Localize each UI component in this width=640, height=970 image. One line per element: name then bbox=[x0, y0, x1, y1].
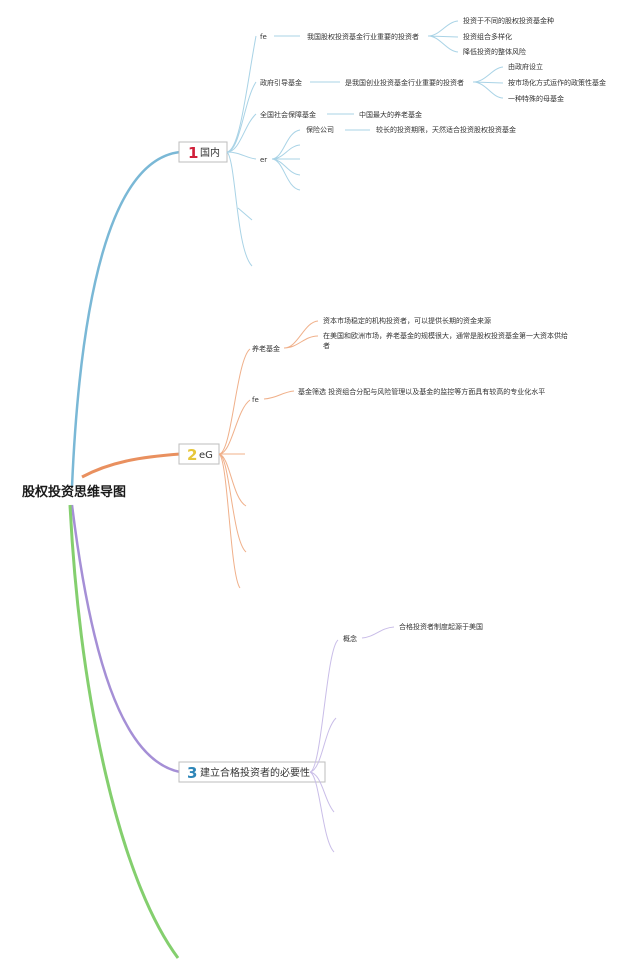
b1-node-government-fund[interactable]: 政府引导基金 bbox=[260, 78, 302, 87]
branch-3-sub-connector bbox=[309, 639, 339, 853]
b1-er-child[interactable]: 保险公司 bbox=[306, 125, 334, 134]
b1-gov-leaf-1[interactable]: 由政府设立 bbox=[508, 62, 543, 71]
branch-3-label: 建立合格投资者的必要性 bbox=[200, 766, 310, 779]
b1-node-social-security-fund[interactable]: 全国社会保障基金 bbox=[260, 110, 316, 119]
branch-1-connector bbox=[70, 150, 181, 488]
branch-3-connector bbox=[70, 504, 181, 774]
b1-fe-child[interactable]: 我国股权投资基金行业重要的投资者 bbox=[307, 32, 419, 41]
b2-pension-leaf-2[interactable]: 在美国和欧洲市场，养老基金的规模很大，通常是股权投资基金第一大资本供给 bbox=[323, 331, 568, 340]
b3-concept-leaf-1[interactable]: 合格投资者制度起源于美国 bbox=[399, 622, 483, 631]
b1-er-connector bbox=[271, 129, 301, 191]
branch-4-connector bbox=[68, 504, 180, 959]
b2-pension-connector bbox=[283, 320, 319, 349]
b1-fe-leaf-1[interactable]: 投资于不同的股权投资基金种 bbox=[463, 16, 554, 25]
b1-ss-child[interactable]: 中国最大的养老基金 bbox=[359, 110, 422, 119]
b1-node-er[interactable]: er bbox=[260, 156, 267, 164]
branch-2-sub-connector bbox=[218, 348, 251, 589]
b1-fe-leaf-connector bbox=[427, 20, 459, 53]
b1-fe-leaf-2[interactable]: 投资组合多样化 bbox=[463, 32, 512, 41]
b2-fe-leaf-1[interactable]: 基金筛选 投资组合分配与风险管理以及基金的监控等方面具有较高的专业化水平 bbox=[298, 387, 545, 396]
branch-1-number: 1 bbox=[188, 144, 198, 162]
b2-pension-leaf-2b[interactable]: 者 bbox=[323, 342, 330, 350]
b1-node-fe[interactable]: fe bbox=[260, 33, 267, 41]
branch-3-box[interactable] bbox=[178, 761, 326, 783]
b1-gov-child[interactable]: 是我国创业投资基金行业重要的投资者 bbox=[345, 78, 464, 87]
b2-pension-leaf-1[interactable]: 资本市场稳定的机构投资者，可以提供长期的资金来源 bbox=[323, 316, 491, 325]
branch-2-number: 2 bbox=[187, 446, 197, 464]
b3-concept-connector bbox=[361, 626, 395, 639]
b1-gov-leaf-2[interactable]: 按市场化方式运作的政策性基金 bbox=[508, 78, 606, 87]
b2-node-fe[interactable]: fe bbox=[252, 396, 259, 404]
branch-1-label: 国内 bbox=[200, 146, 220, 159]
b1-fe-leaf-3[interactable]: 降低投资的整体风险 bbox=[463, 47, 526, 56]
b3-node-concept[interactable]: 概念 bbox=[343, 634, 357, 643]
branch-2-connector bbox=[81, 452, 181, 479]
b1-er-leaf-1[interactable]: 较长的投资期限，天然适合投资股权投资基金 bbox=[376, 125, 516, 134]
branch-1-sub-connector bbox=[226, 35, 257, 267]
root-topic[interactable]: 股权投资思维导图 bbox=[22, 484, 126, 500]
b2-node-pension-fund[interactable]: 养老基金 bbox=[252, 344, 280, 353]
branch-3-number: 3 bbox=[187, 764, 197, 782]
b1-gov-leaf-connector bbox=[472, 66, 504, 99]
branch-2-label: eG bbox=[199, 450, 213, 461]
b1-gov-leaf-3[interactable]: 一种特殊的母基金 bbox=[508, 94, 564, 103]
b2-fe-connector bbox=[263, 390, 295, 400]
